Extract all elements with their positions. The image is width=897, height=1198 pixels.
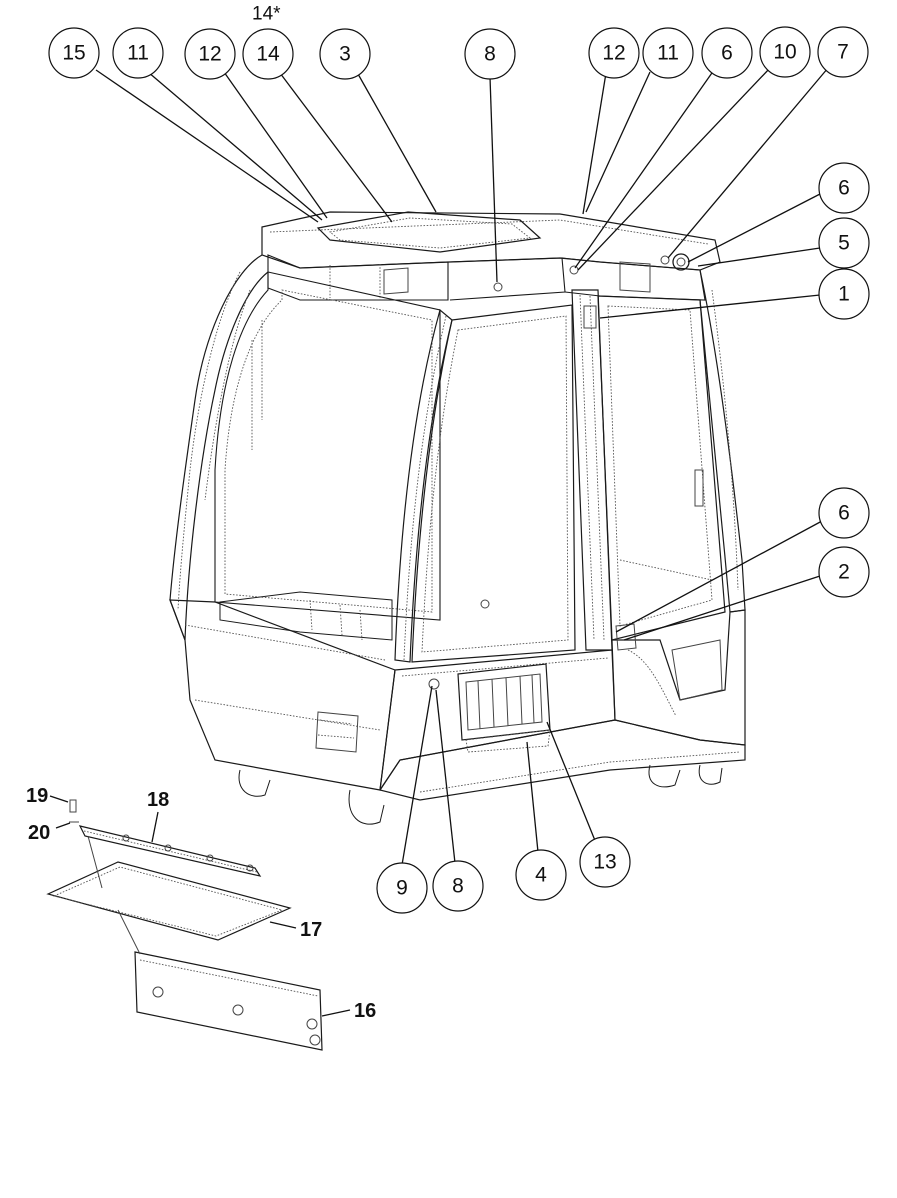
callout-7-label: 7 [837,41,849,64]
callout-14: 14 [242,28,294,80]
callout-8-top: 8 [464,28,516,80]
callout-9: 9 [376,862,428,914]
callout-12-right-label: 12 [602,42,625,65]
callout-6-mid-label: 6 [838,177,850,200]
callout-5-label: 5 [838,232,850,255]
exploded-panels [46,799,323,1051]
callout-6-mid: 6 [818,162,870,214]
callout-11-label: 11 [127,42,149,65]
callout-12: 12 [184,28,236,80]
plain-labels: 14* 19 20 18 17 16 [26,4,376,1023]
callout-10: 10 [759,26,811,78]
callout-6-top: 6 [701,27,753,79]
callout-7: 7 [817,26,869,78]
callout-11-right: 11 [642,27,694,79]
label-17: 17 [300,919,322,941]
callout-5: 5 [818,217,870,269]
callout-8-bottom: 8 [432,860,484,912]
callout-6-low: 6 [818,487,870,539]
callout-4-label: 4 [535,864,547,887]
callout-13-label: 13 [593,851,616,874]
callout-4: 4 [515,849,567,901]
callout-11: 11 [112,27,164,79]
callout-8-bottom-label: 8 [452,875,464,898]
callout-2-label: 2 [838,561,850,584]
callout-3-label: 3 [339,43,351,66]
callout-2: 2 [818,546,870,598]
label-18: 18 [147,789,169,811]
callout-6-top-label: 6 [721,42,733,65]
callout-1: 1 [818,268,870,320]
cab-drawing [169,211,746,825]
label-16: 16 [354,1000,376,1022]
callout-3: 3 [319,28,371,80]
callout-9-label: 9 [396,877,408,900]
callout-12-right: 12 [588,27,640,79]
label-20: 20 [28,822,50,844]
label-19: 19 [26,785,48,807]
callout-11-right-label: 11 [657,42,679,65]
callout-14-label: 14 [256,43,280,66]
note-label: 14* [252,4,281,25]
callout-6-low-label: 6 [838,502,850,525]
callout-15: 15 [48,27,100,79]
callout-12-label: 12 [198,43,221,66]
leader-lines [49,67,829,1017]
callout-13: 13 [579,836,631,888]
callout-bubbles: 15 11 12 14 3 8 12 11 6 10 7 6 5 1 6 2 9… [48,26,870,914]
callout-1-label: 1 [838,283,850,306]
callout-10-label: 10 [773,41,796,64]
callout-8-top-label: 8 [484,43,496,66]
callout-15-label: 15 [62,42,85,65]
